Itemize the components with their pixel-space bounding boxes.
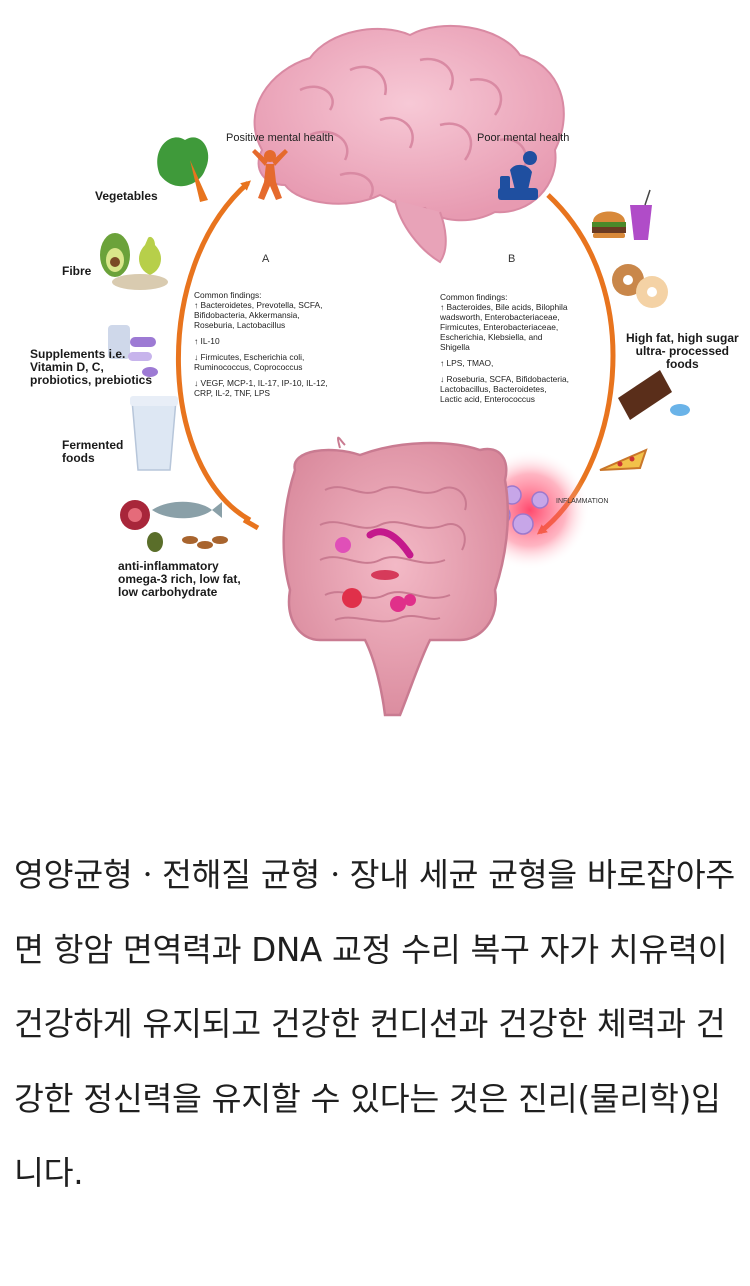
panel-a-decreased-2: ↓ VEGF, MCP-1, IL-17, IP-10, IL-12, CRP,… xyxy=(194,378,328,398)
poor-mental-health-title: Poor mental health xyxy=(477,132,570,144)
body-paragraph: 영양균형ㆍ전해질 균형ㆍ장내 세균 균형을 바로잡아주면 항암 면역력과 DNA… xyxy=(14,856,735,1192)
inflammation-label: INFLAMMATION xyxy=(556,498,609,505)
vegetables-icon xyxy=(157,137,209,202)
left-arc-arrow xyxy=(175,180,252,523)
panel-a-letter: A xyxy=(262,253,270,265)
fermented-label: Fermented foods xyxy=(62,438,124,465)
sad-person-icon xyxy=(498,151,538,200)
panel-b-findings-label: Common findings: xyxy=(440,292,508,302)
anti-inflammatory-label: anti-inflammatory omega-3 rich, low fat,… xyxy=(118,559,241,599)
fish-pomegranate-icon xyxy=(120,500,228,552)
donut-icon xyxy=(612,264,668,308)
fibre-label: Fibre xyxy=(62,264,92,278)
panel-b-increased-2: ↑ LPS, TMAO, xyxy=(440,358,494,368)
pizza-icon xyxy=(599,448,648,471)
panel-a-increased-2: ↑ IL-10 xyxy=(194,336,220,346)
supplements-label: Supplements i.e. Vitamin D, C, probiotic… xyxy=(30,347,153,387)
gut-brain-diagram: Positive mental health Poor mental healt… xyxy=(30,24,739,717)
panel-b-increased: ↑ Bacteroides, Bile acids, Bilophila wad… xyxy=(440,302,568,352)
brain-icon xyxy=(253,24,565,264)
intestine-icon xyxy=(282,436,510,717)
pills-icon xyxy=(108,325,158,377)
positive-mental-health-title: Positive mental health xyxy=(226,132,334,144)
panel-b-letter: B xyxy=(508,253,516,265)
panel-a-increased: ↑ Bacteroidetes, Prevotella, SCFA, Bifid… xyxy=(194,300,323,330)
panel-b-findings: Common findings: ↑ Bacteroides, Bile aci… xyxy=(440,292,610,410)
processed-foods-label: High fat, high sugar ultra- processed fo… xyxy=(626,331,739,371)
panel-a-findings: Common findings: ↑ Bacteroidetes, Prevot… xyxy=(194,290,384,404)
burger-drink-icon xyxy=(592,189,652,240)
chocolate-candy-icon xyxy=(618,370,690,420)
happy-person-icon xyxy=(252,149,288,200)
panel-a-findings-label: Common findings: xyxy=(194,290,262,300)
avocado-pear-icon xyxy=(100,233,168,290)
panel-a-decreased: ↓ Firmicutes, Escherichia coli, Ruminoco… xyxy=(194,352,305,372)
vegetables-label: Vegetables xyxy=(95,189,158,203)
yogurt-icon xyxy=(130,396,178,471)
diagram-graphics xyxy=(100,24,690,717)
panel-b-decreased: ↓ Roseburia, SCFA, Bifidobacteria, Lacto… xyxy=(440,374,569,404)
